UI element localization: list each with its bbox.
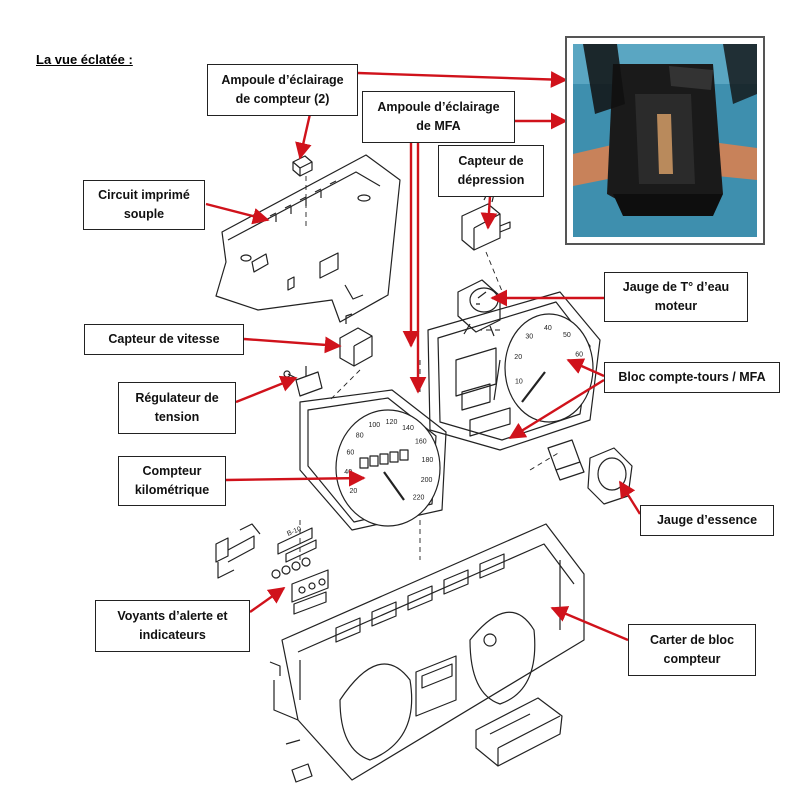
flexible-circuit-board: [215, 154, 401, 323]
speedometer-tick-label: 80: [356, 433, 364, 440]
rev-counter-tick-label: 30: [525, 334, 533, 341]
water-temperature-gauge-part: [457, 279, 501, 337]
arrow-speed-sensor: [243, 336, 342, 354]
rev-counter-tick-label: 50: [563, 332, 571, 339]
speedometer-tick-label: 180: [422, 457, 434, 464]
speedometer-tick-label: 100: [368, 422, 380, 429]
speedometer-tick-label: 120: [386, 419, 398, 426]
speedometer-tick-label: 220: [413, 495, 425, 502]
speedometer-tick-label: 20: [350, 488, 358, 495]
rev-counter-mfa-block: [427, 291, 601, 451]
counter-bulb: [292, 155, 313, 177]
label-rev-counter-mfa: Bloc compte-tours / MFA: [604, 362, 780, 393]
speedometer-tick-label: 140: [402, 425, 414, 432]
fuel-gauge-part: [547, 439, 633, 505]
speedometer-tick-label: 60: [347, 449, 355, 456]
arrow-circuit: [205, 202, 270, 225]
arrow-mfa-display: [508, 378, 605, 440]
arrow-speedometer: [225, 469, 366, 487]
arrow-counter-bulb: [295, 113, 312, 160]
speed-sensor-part: [339, 313, 373, 367]
bulb-holder-photo-art: [573, 44, 757, 237]
mounting-bracket-part: [475, 697, 563, 767]
rev-counter-needle: [521, 371, 546, 403]
vacuum-sensor-part: [461, 191, 511, 251]
label-counter-bulb: Ampoule d’éclairage de compteur (2): [207, 64, 358, 116]
label-speedometer: Compteur kilométrique: [118, 456, 226, 506]
label-water-temp-gauge: Jauge de T° d’eau moteur: [604, 272, 748, 322]
arrow-vacuum-sensor: [480, 195, 498, 230]
rev-counter-tick-label: 40: [544, 325, 552, 332]
arrow-warning-lights: [249, 587, 286, 613]
speedometer-housing: [299, 389, 447, 531]
speedometer-needle: [383, 471, 405, 501]
cluster-housing-part: [269, 523, 585, 783]
label-warning-lights: Voyants d’alerte et indicateurs: [95, 600, 250, 652]
label-speed-sensor: Capteur de vitesse: [84, 324, 244, 355]
warning-lights-part: [215, 523, 329, 615]
arrow-to-photo-top: [357, 71, 568, 88]
speedometer-dial: [335, 409, 441, 527]
page-heading: La vue éclatée :: [36, 52, 133, 67]
bulb-holder-photo: [565, 36, 765, 245]
label-cluster-housing: Carter de bloc compteur: [628, 624, 756, 676]
label-mfa-bulb: Ampoule d’éclairage de MFA: [362, 91, 515, 143]
rev-counter-tick-labels: 10 20 30 40 50 60: [514, 325, 583, 386]
speedometer-tick-label: 40: [344, 469, 352, 476]
speedometer-tick-label: 160: [415, 439, 427, 446]
label-fuel-gauge: Jauge d’essence: [640, 505, 774, 536]
label-flexible-circuit: Circuit imprimé souple: [83, 180, 205, 230]
odometer-digits: [359, 449, 409, 469]
arrow-housing: [550, 606, 629, 642]
rev-counter-tick-label: 60: [575, 351, 583, 358]
rev-counter-tick-label: 20: [514, 354, 522, 361]
rev-counter-tick-label: 10: [515, 379, 523, 386]
label-vacuum-sensor: Capteur de dépression: [438, 145, 544, 197]
arrow-regulator: [235, 375, 298, 404]
arrow-rev-counter: [566, 358, 605, 378]
arrow-fuel-gauge: [618, 480, 642, 515]
speedometer-tick-label: 200: [421, 477, 433, 484]
callout-arrows: [205, 71, 642, 642]
label-voltage-regulator: Régulateur de tension: [118, 382, 236, 434]
